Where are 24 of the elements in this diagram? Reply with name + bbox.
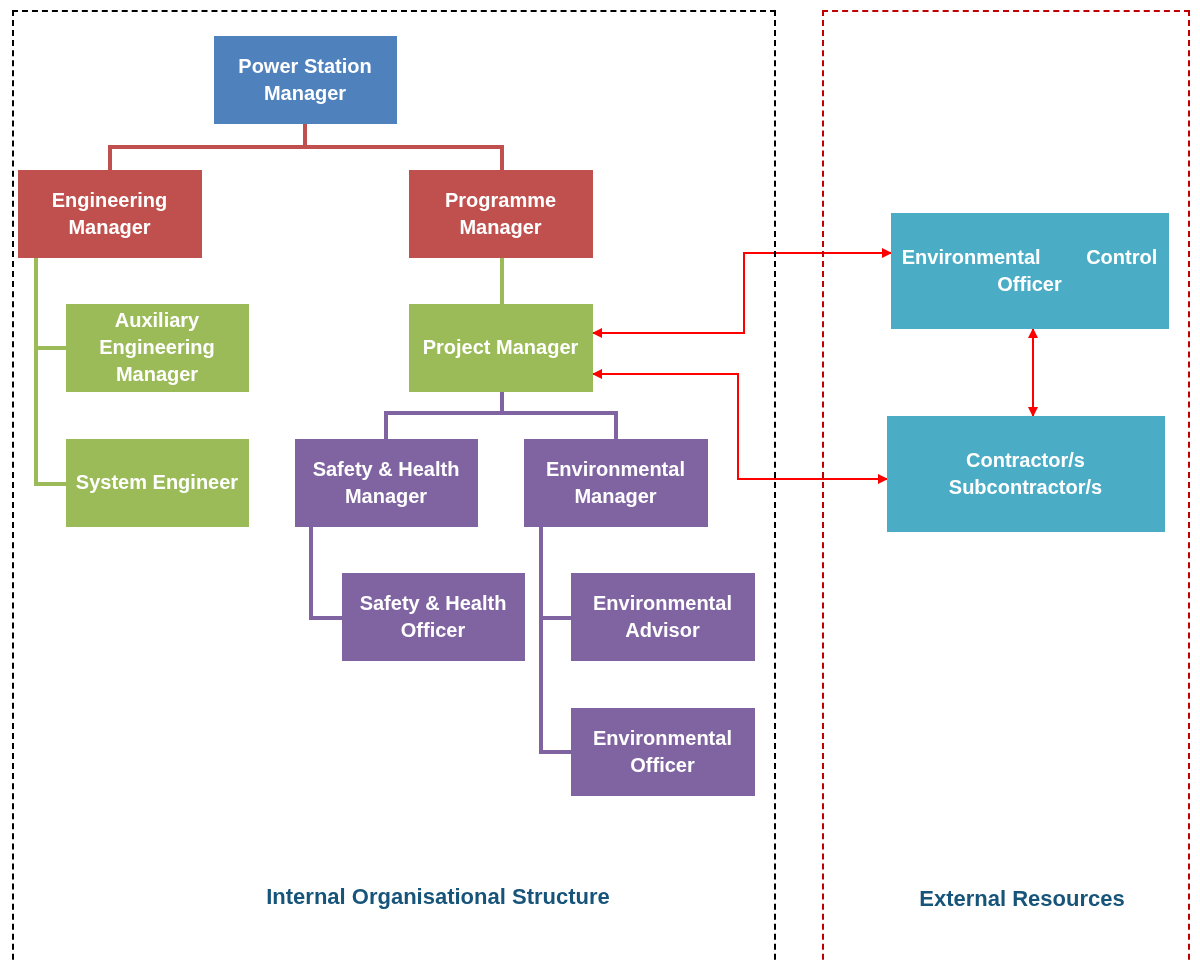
role-box: Power Station Manager <box>213 35 397 124</box>
region-heading: Internal Organisational Structure <box>266 884 610 910</box>
role-box: Engineering Manager <box>17 169 202 258</box>
arrow <box>1028 328 1038 417</box>
role-box: Environmental Officer <box>570 707 755 796</box>
role-box: Auxiliary Engineering Manager <box>65 303 249 392</box>
connector-line <box>309 527 342 620</box>
role-box: Environmental Manager <box>523 438 708 527</box>
role-box: System Engineer <box>65 438 249 527</box>
region-heading: External Resources <box>919 886 1125 912</box>
arrow <box>592 248 892 338</box>
connector-line <box>303 124 504 170</box>
role-box: Environmental Control Officer <box>890 212 1169 329</box>
connector-line <box>500 392 618 439</box>
role-box: Contractor/s Subcontractor/s <box>886 415 1165 532</box>
connector-line <box>539 527 571 754</box>
connector-line <box>500 258 504 304</box>
role-box: Project Manager <box>408 303 593 392</box>
role-box: Programme Manager <box>408 169 593 258</box>
arrow <box>592 369 888 484</box>
connector-line <box>34 258 66 486</box>
role-box: Environmental Advisor <box>570 572 755 661</box>
role-box: Safety & Health Manager <box>294 438 478 527</box>
role-box: Safety & Health Officer <box>341 572 525 661</box>
